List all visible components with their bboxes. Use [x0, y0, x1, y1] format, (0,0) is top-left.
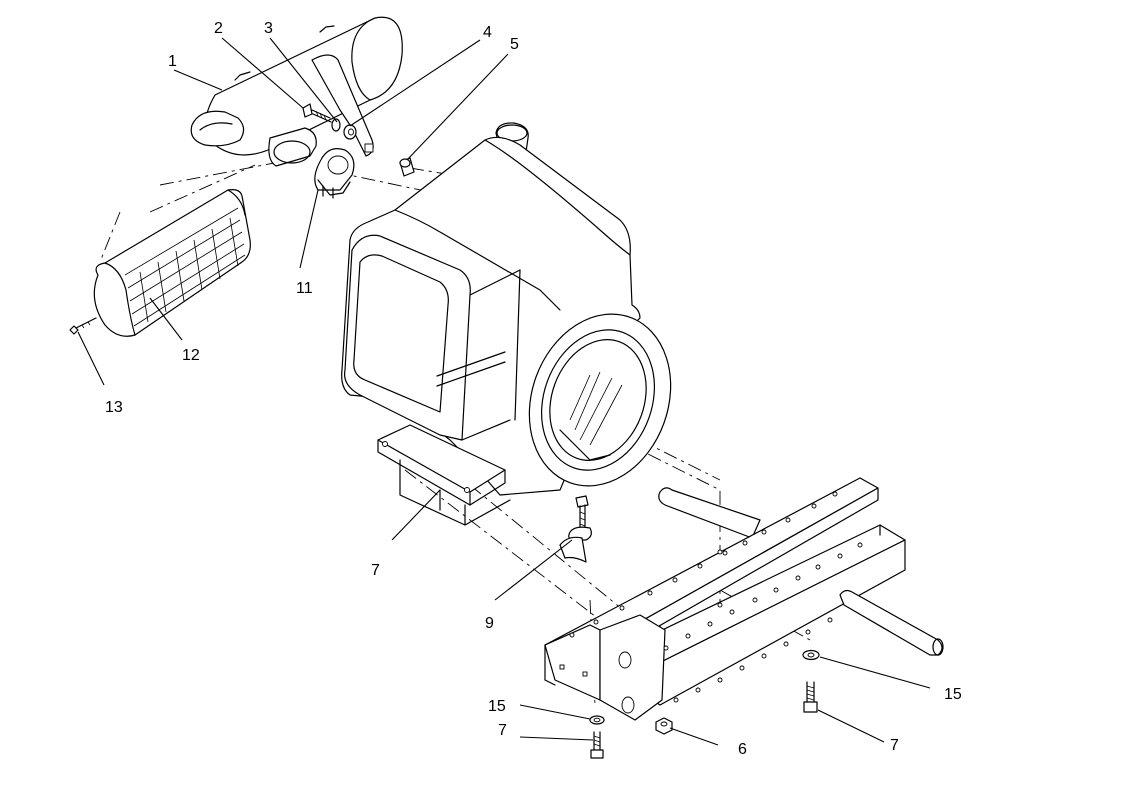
callout-15-left: 15: [488, 698, 506, 715]
callout-11: 11: [296, 280, 313, 297]
callout-4: 4: [483, 24, 492, 41]
callout-15-right: 15: [944, 686, 962, 703]
callout-13: 13: [105, 399, 123, 416]
screw: [69, 317, 97, 335]
callout-7-left: 7: [498, 722, 507, 739]
callout-2: 2: [214, 20, 223, 37]
rail-holes: [569, 491, 863, 703]
frame: [544, 477, 944, 721]
callout-5: 5: [510, 36, 519, 53]
hardware-small: [302, 103, 415, 177]
hardware-lower: [589, 649, 820, 759]
callout-3: 3: [264, 20, 273, 37]
callout-12: 12: [182, 347, 200, 364]
leader-lines: [77, 37, 931, 746]
callout-1: 1: [168, 53, 177, 70]
callout-6: 6: [738, 741, 747, 758]
bolt-clip: [559, 495, 592, 563]
muffler: [190, 16, 403, 157]
callout-9: 9: [485, 615, 494, 632]
exhaust-clamp: [268, 127, 355, 199]
heat-shield: [93, 189, 251, 337]
callout-7-engine: 7: [371, 562, 380, 579]
callout-7-right: 7: [890, 737, 899, 754]
engine: [341, 122, 672, 526]
callout-labels: 1 2 3 4 5 11 12 13 7 9 15 7 6 15 7: [105, 20, 962, 758]
